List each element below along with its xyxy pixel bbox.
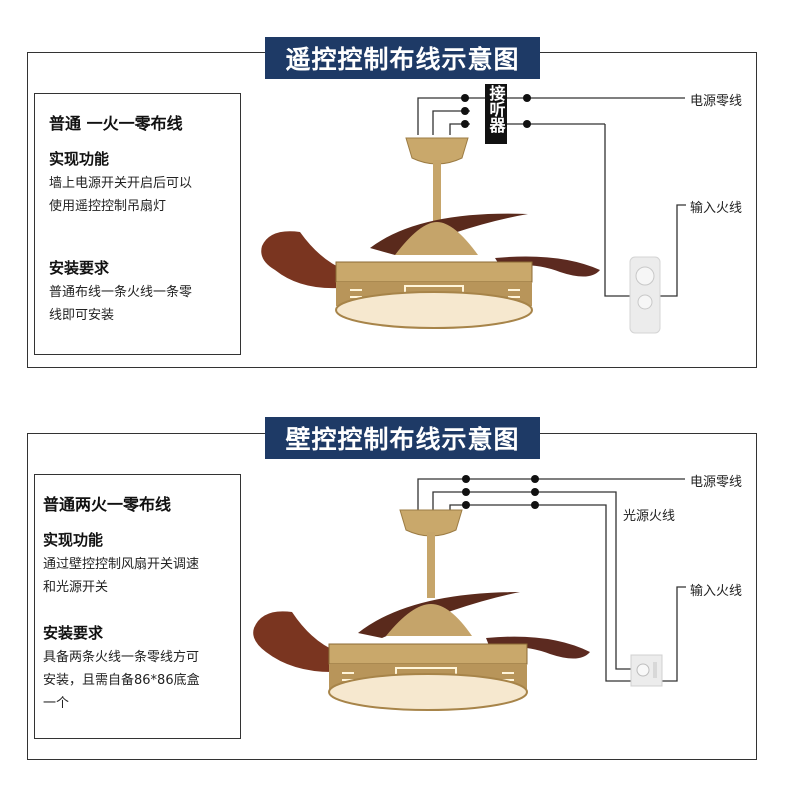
wall-switch-wiring-type: 普通两火一零布线 — [43, 495, 172, 514]
remote-requirement-line-2: 线即可安装 — [49, 308, 115, 323]
remote-control-icon — [629, 256, 661, 334]
ceiling-fan-illustration — [253, 509, 590, 711]
wall-switch-requirement-line-3: 一个 — [43, 696, 70, 711]
wall-switch-function-line-2: 和光源开关 — [43, 580, 109, 595]
remote-function-title: 实现功能 — [49, 150, 110, 168]
remote-wiring-title: 遥控控制布线示意图 — [265, 37, 540, 79]
wall-live-in-label: 输入火线 — [690, 584, 743, 599]
remote-info-box: 普通 一火一零布线 实现功能 墙上电源开关开启后可以 使用遥控控制吊扇灯 安装要… — [34, 93, 241, 355]
wall-light-live-label: 光源火线 — [623, 509, 676, 524]
receiver-junction-box: 接听器 — [485, 84, 507, 144]
wall-switch-requirement-line-2: 安装，且需自备86*86底盒 — [43, 673, 200, 688]
ceiling-fan-illustration — [261, 137, 600, 329]
wall-switch-icon — [630, 654, 663, 687]
remote-live-in-label: 输入火线 — [690, 201, 743, 216]
wall-switch-info-box: 普通两火一零布线 实现功能 通过壁控控制风扇开关调速 和光源开关 安装要求 具备… — [34, 474, 241, 739]
wall-switch-requirement-title: 安装要求 — [43, 624, 104, 642]
remote-neutral-label: 电源零线 — [690, 94, 743, 109]
remote-requirement-title: 安装要求 — [49, 259, 110, 277]
wall-neutral-label: 电源零线 — [690, 475, 743, 490]
wall-switch-function-title: 实现功能 — [43, 531, 104, 549]
wall-switch-wiring-title: 壁控控制布线示意图 — [265, 417, 540, 459]
remote-function-line-2: 使用遥控控制吊扇灯 — [49, 199, 167, 214]
wall-switch-requirement-line-1: 具备两条火线一条零线方可 — [43, 650, 200, 665]
wall-switch-function-line-1: 通过壁控控制风扇开关调速 — [43, 557, 200, 572]
remote-function-line-1: 墙上电源开关开启后可以 — [49, 176, 193, 191]
remote-wiring-type: 普通 一火一零布线 — [49, 114, 183, 133]
remote-requirement-line-1: 普通布线一条火线一条零 — [49, 285, 193, 300]
